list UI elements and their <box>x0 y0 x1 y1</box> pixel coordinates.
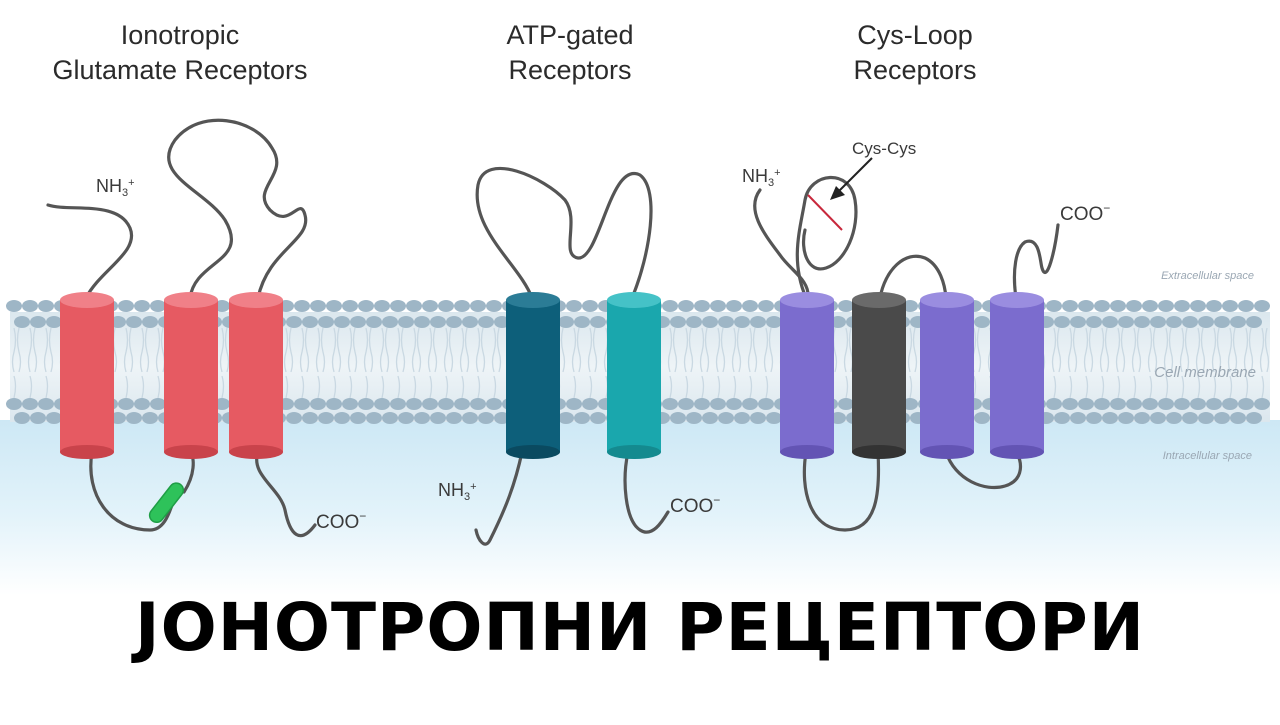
glutamate-heading: Ionotropic Glutamate Receptors <box>30 18 330 88</box>
page-caption: ЈОНОТРОПНИ РЕЦЕПТОРИ <box>135 589 1145 666</box>
cys-nh3-label: NH3+ <box>742 166 781 189</box>
cys-m2-m3-loop <box>878 254 948 300</box>
atp-helix-light <box>607 292 661 459</box>
glutamate-helix-3 <box>229 292 283 459</box>
glutamate-heading-line2: Glutamate Receptors <box>52 55 308 85</box>
atp-receptor <box>474 166 670 546</box>
atp-heading: ATP-gated Receptors <box>470 18 670 88</box>
cys-m1-m2-loop <box>802 450 881 532</box>
cys-c-terminus-chain <box>1012 223 1060 300</box>
cys-loop-receptor <box>753 175 1060 532</box>
atp-heading-line1: ATP-gated <box>506 20 634 50</box>
membrane-label: Cell membrane <box>1154 364 1256 381</box>
atp-extracellular-loop <box>475 166 653 300</box>
cys-loop-heading: Cys-Loop Receptors <box>815 18 1015 88</box>
glutamate-heading-line1: Ionotropic <box>120 20 240 50</box>
cys-loop-heading-line1: Cys-Loop <box>857 20 973 50</box>
glutamate-helix-2 <box>164 292 218 459</box>
atp-heading-line2: Receptors <box>508 55 632 85</box>
glutamate-reentrant-loop <box>148 482 185 524</box>
cys-extracellular-loop <box>795 175 858 300</box>
disulfide-bond <box>807 194 843 231</box>
glutamate-intracellular-loop <box>89 450 174 532</box>
atp-helix-dark <box>506 292 560 459</box>
cys-helix-m4 <box>990 292 1044 459</box>
extracellular-label: Extracellular space <box>1161 270 1254 282</box>
glutamate-coo-label: COO− <box>316 509 366 533</box>
cys-m3-m4-loop <box>944 450 1023 490</box>
cys-helix-m3 <box>920 292 974 459</box>
cys-helix-m2 <box>852 292 906 459</box>
glutamate-extracellular-loop <box>167 118 308 300</box>
cys-coo-label: COO− <box>1060 201 1110 225</box>
atp-c-terminus-chain <box>623 450 670 534</box>
glutamate-n-terminus-chain <box>46 203 134 300</box>
glutamate-nh3-label: NH3+ <box>96 176 135 199</box>
intracellular-label: Intracellular space <box>1163 450 1252 462</box>
cys-cys-pointer <box>833 157 873 197</box>
atp-n-terminus-chain <box>474 450 524 546</box>
atp-coo-label: COO− <box>670 493 720 517</box>
cys-helix-m1 <box>780 292 834 459</box>
cys-cys-label: Cys-Cys <box>852 139 916 158</box>
cys-cys-arrowhead <box>830 186 845 200</box>
glutamate-c-terminus-chain <box>255 450 317 538</box>
glutamate-helix-1 <box>60 292 114 459</box>
cys-n-terminus-chain <box>753 188 810 300</box>
cys-loop-heading-line2: Receptors <box>853 55 977 85</box>
